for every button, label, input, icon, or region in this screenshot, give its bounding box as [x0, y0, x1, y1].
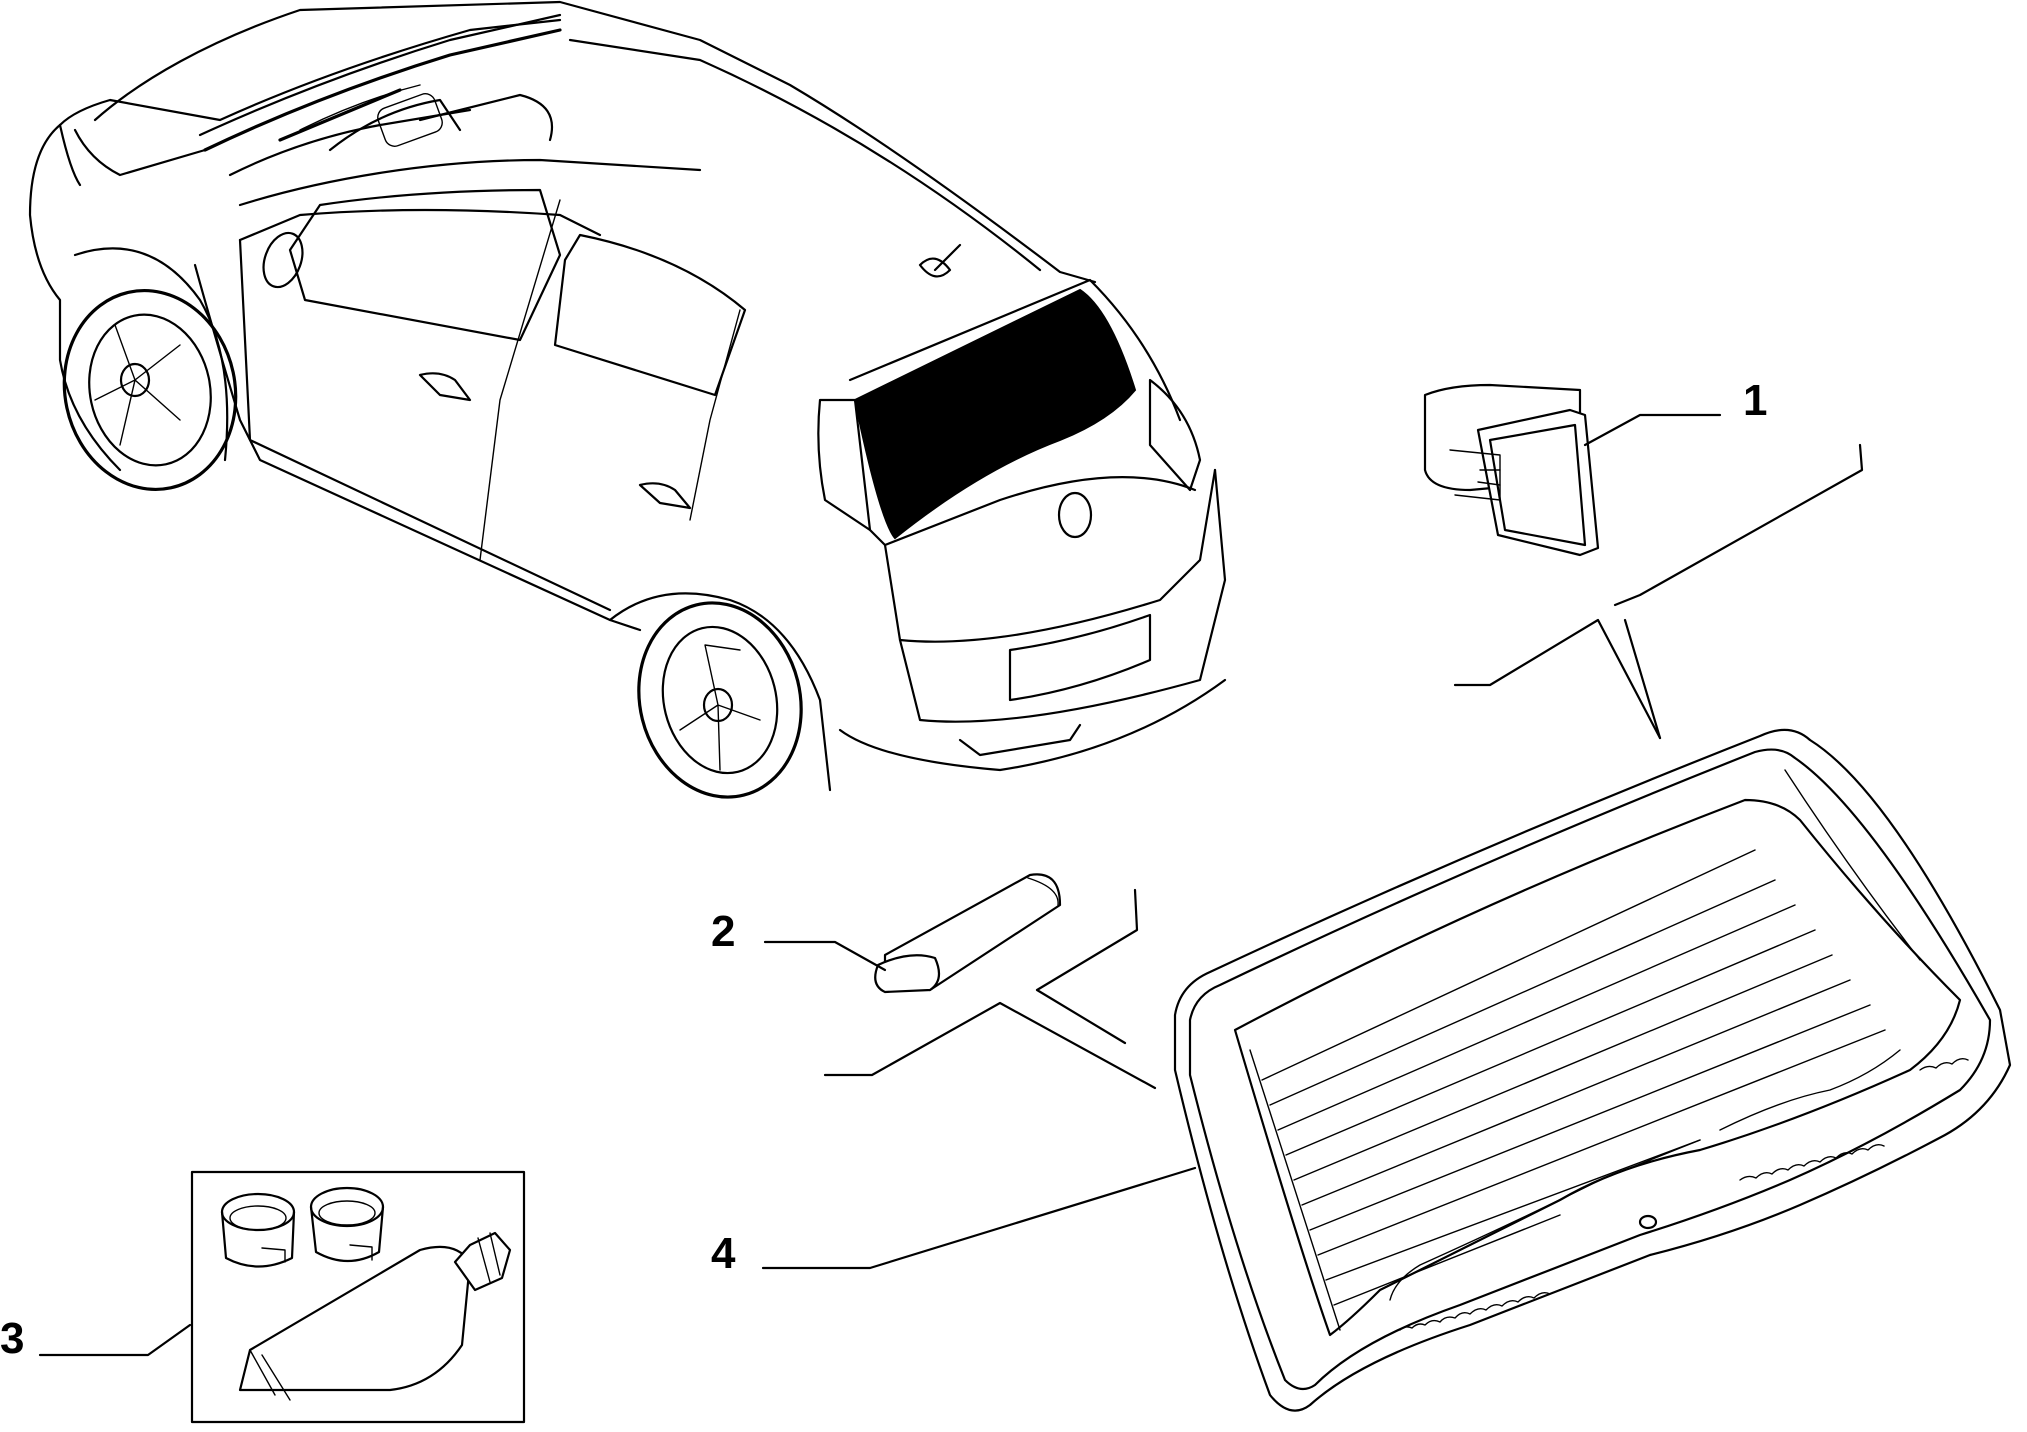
leader-glass-top — [1453, 618, 1662, 740]
callout-4: 4 — [711, 1229, 736, 1278]
part-3-adhesive-kit — [38, 1170, 526, 1424]
callout-3: 3 — [0, 1314, 24, 1363]
callout-2: 2 — [711, 907, 735, 956]
leader-part-2 — [823, 1001, 1157, 1090]
car-illustration — [28, 0, 1227, 799]
callout-1: 1 — [1743, 376, 1767, 425]
part-1-clip — [1423, 383, 1864, 607]
part-4-rear-glass — [761, 728, 2012, 1412]
part-2-strip — [763, 873, 1139, 1045]
defroster-lines — [1261, 849, 1886, 1306]
leader-glass-top-2 — [1623, 618, 1662, 740]
